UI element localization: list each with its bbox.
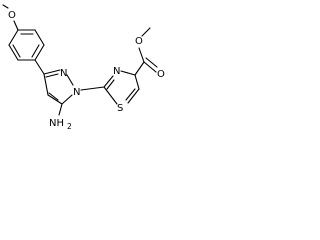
amine-bond	[58, 103, 63, 116]
ester-ether-oxygen-label: O	[135, 36, 143, 47]
thiazole-ring	[103, 70, 140, 105]
methoxy-methyl-bond	[2, 4, 9, 9]
aryl-pyrazole-bond	[34, 59, 45, 75]
amine-subscript: 2	[67, 122, 72, 131]
carbonyl-double-bond-b	[145, 57, 158, 68]
ester-carbon-bond	[134, 61, 145, 76]
pyrazole-thiazole-bond	[80, 86, 105, 91]
pyrazole-n2-label: N	[60, 68, 67, 79]
pyrazole-ring	[43, 69, 74, 105]
pyrazole-n1-label: N	[73, 87, 80, 98]
carbonyl-double-bond-a	[143, 61, 157, 73]
ester-ether-bond	[138, 47, 145, 63]
ester-methyl-bond	[141, 27, 151, 37]
methoxy-aryl-bond	[13, 20, 19, 31]
amine-label: NH	[49, 118, 64, 129]
chemical-structure-diagram: O N N NH 2 N S O O	[2, 4, 165, 131]
ester-carbonyl-oxygen-label: O	[157, 69, 165, 80]
methoxy-oxygen-label: O	[8, 10, 16, 21]
thiazole-sulfur-label: S	[117, 103, 123, 114]
thiazole-nitrogen-label: N	[113, 66, 120, 77]
benzene-ring	[8, 29, 45, 61]
